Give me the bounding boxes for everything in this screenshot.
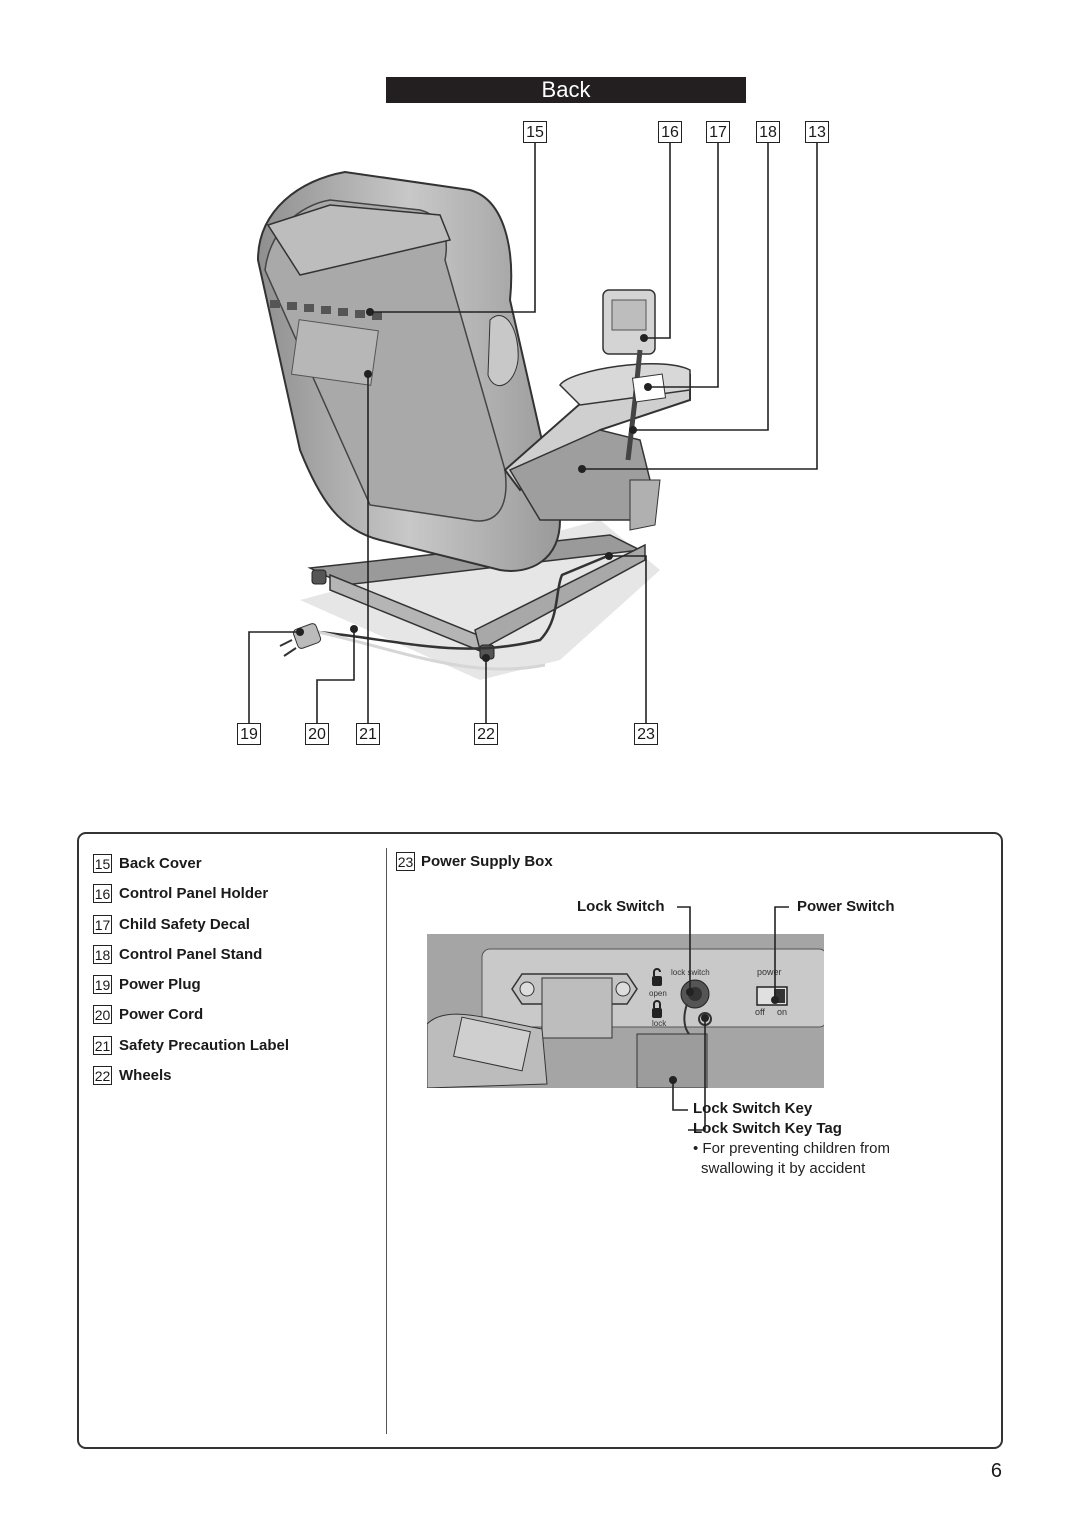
legend-item-control-panel-holder: 16 Control Panel Holder xyxy=(93,882,268,904)
lock-switch-key-label: Lock Switch Key xyxy=(693,1100,813,1117)
callout-16: 16 xyxy=(658,121,682,143)
legend-item-wheels: 22 Wheels xyxy=(93,1064,172,1086)
callout-13: 13 xyxy=(805,121,829,143)
panel-text-power: power xyxy=(757,967,782,977)
legend-divider xyxy=(386,848,387,1434)
callout-19: 19 xyxy=(237,723,261,745)
legend-number: 16 xyxy=(93,883,112,903)
legend-number: 15 xyxy=(93,853,112,873)
page-number: 6 xyxy=(990,1460,1002,1482)
lock-tag-note-line-1: • For preventing children from xyxy=(693,1140,890,1157)
legend-number: 19 xyxy=(93,974,112,994)
legend-number: 23 xyxy=(396,852,415,871)
legend-label: Safety Precaution Label xyxy=(119,1036,290,1054)
legend-item-child-safety-decal: 17 Child Safety Decal xyxy=(93,913,250,935)
callout-18: 18 xyxy=(756,121,780,143)
callout-17: 17 xyxy=(706,121,730,143)
legend-number: 20 xyxy=(93,1004,112,1024)
legend-item-control-panel-stand: 18 Control Panel Stand xyxy=(93,943,262,965)
legend-number: 17 xyxy=(93,914,112,934)
legend-label: Control Panel Stand xyxy=(119,945,263,963)
legend-item-power-supply-box: 23 Power Supply Box xyxy=(396,852,553,871)
legend-number: 21 xyxy=(93,1035,112,1055)
legend-label: Child Safety Decal xyxy=(119,915,250,933)
callout-23: 23 xyxy=(634,723,658,745)
lock-open-icon xyxy=(652,968,662,986)
legend-number: 18 xyxy=(93,944,112,964)
legend-label: Power Cord xyxy=(119,1005,204,1023)
callout-15: 15 xyxy=(523,121,547,143)
lock-switch-key-tag-label: Lock Switch Key Tag xyxy=(693,1120,842,1137)
legend-panel xyxy=(77,832,1003,1449)
legend-item-power-cord: 20 Power Cord xyxy=(93,1003,203,1025)
legend-label: Power Supply Box xyxy=(421,853,553,870)
callout-22: 22 xyxy=(474,723,498,745)
panel-text-lock: lock xyxy=(652,1019,667,1028)
panel-text-open: open xyxy=(649,989,667,998)
legend-item-power-plug: 19 Power Plug xyxy=(93,973,201,995)
panel-text-off: off xyxy=(755,1007,765,1017)
legend-item-safety-precaution-label: 21 Safety Precaution Label xyxy=(93,1034,289,1056)
lock-switch-label: Lock Switch xyxy=(577,898,665,915)
callout-20: 20 xyxy=(305,723,329,745)
lock-closed-icon xyxy=(652,1000,662,1018)
legend-number: 22 xyxy=(93,1065,112,1085)
panel-text-on: on xyxy=(777,1007,787,1017)
power-switch-label: Power Switch xyxy=(797,898,895,915)
base-frame xyxy=(307,534,646,660)
legend-label: Control Panel Holder xyxy=(119,884,269,902)
legend-item-back-cover: 15 Back Cover xyxy=(93,852,202,874)
section-title: Back xyxy=(386,77,746,103)
lock-tag-note-line-2: swallowing it by accident xyxy=(701,1160,866,1177)
chair-body xyxy=(256,170,691,572)
callout-21: 21 xyxy=(356,723,380,745)
legend-label: Power Plug xyxy=(119,975,201,993)
legend-label: Back Cover xyxy=(119,854,202,872)
power-supply-box-illustration: lock switch open lock power off on xyxy=(427,934,824,1088)
chair-back-diagram xyxy=(248,143,818,723)
legend-label: Wheels xyxy=(119,1066,172,1084)
